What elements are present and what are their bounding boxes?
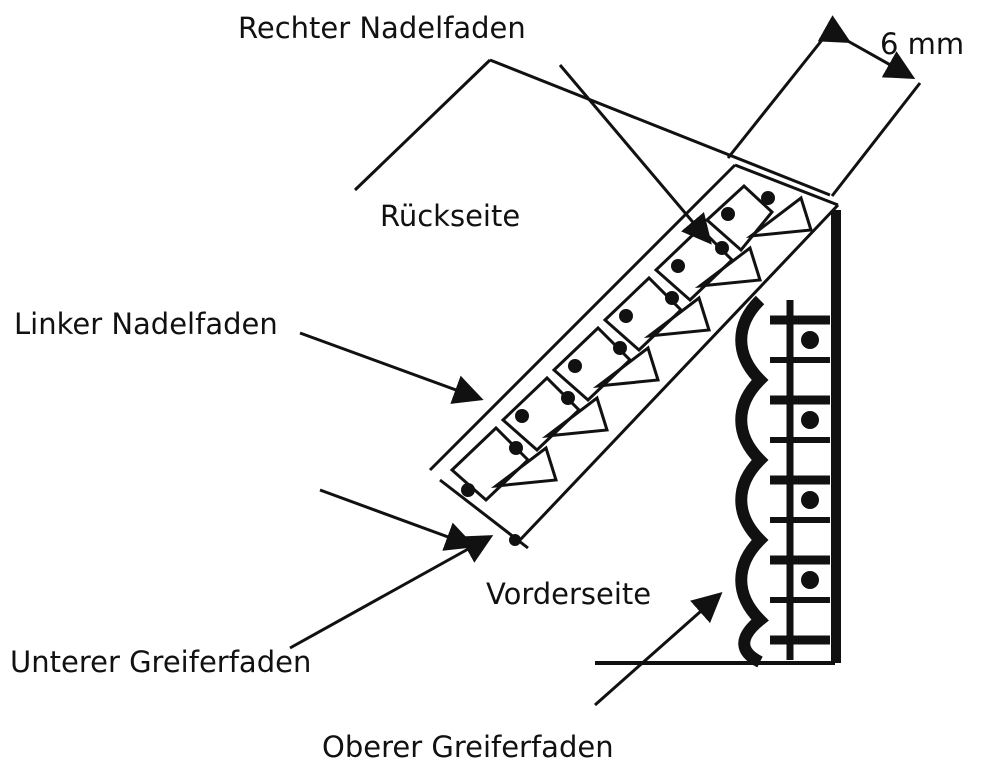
lower-looper-thread-label: Unterer Greiferfaden (10, 645, 312, 679)
upper-looper-thread-label: Oberer Greiferfaden (322, 730, 614, 764)
back-side-lines (353, 58, 831, 245)
vertical-seam (595, 210, 841, 668)
diagonal-seam (428, 163, 840, 550)
left-needle-thread-label: Linker Nadelfaden (14, 307, 278, 341)
back-side-label: Rückseite (380, 199, 521, 233)
width-label: 6 mm (880, 27, 965, 61)
diagonal-seam-knots (461, 191, 775, 546)
width-dimension (726, 15, 922, 197)
leader-arrows (289, 331, 723, 707)
right-needle-thread-label: Rechter Nadelfaden (238, 11, 526, 45)
front-side-label: Vorderseite (486, 577, 652, 611)
